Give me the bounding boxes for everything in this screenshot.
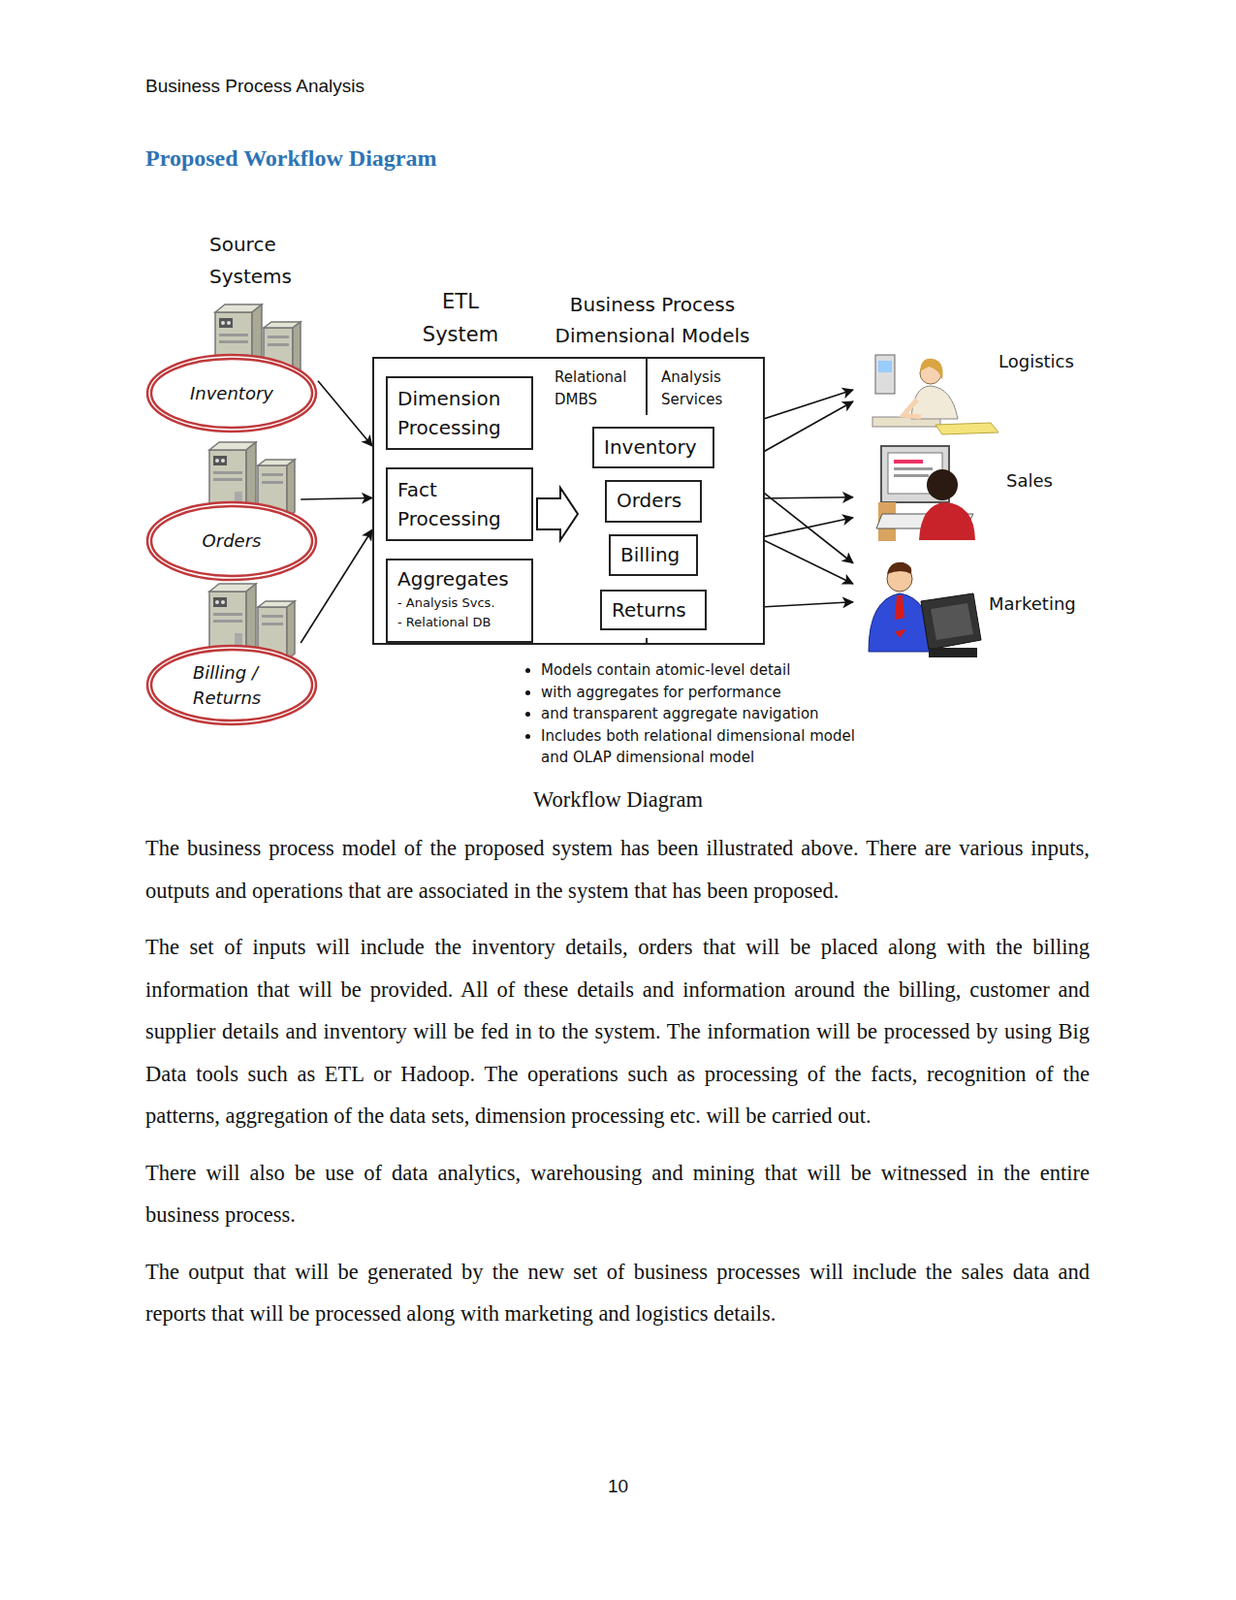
model-box: Billing bbox=[608, 534, 698, 576]
paragraph: The set of inputs will include the inven… bbox=[145, 925, 1090, 1138]
person-at-desk bbox=[872, 354, 999, 435]
notes-list: Models contain atomic-level detailwith a… bbox=[523, 659, 861, 769]
person-at-computer bbox=[876, 445, 976, 541]
note: Includes both relational dimensional mod… bbox=[540, 725, 861, 769]
source-label: Orders bbox=[158, 528, 305, 554]
model-box: Inventory bbox=[592, 426, 715, 469]
box-sublabel: - Relational DB bbox=[397, 612, 522, 633]
box-label: Billing bbox=[620, 540, 687, 569]
group-label: Logistics bbox=[998, 350, 1075, 372]
group-label: Sales bbox=[1006, 470, 1053, 491]
box-label: Orders bbox=[616, 486, 691, 514]
dimensional-model-box: Business Process Dimensional ModelsRelat… bbox=[544, 356, 765, 645]
model-box: Orders bbox=[604, 479, 702, 523]
section-title: Proposed Workflow Diagram bbox=[145, 145, 437, 172]
column-heading: Analysis Services bbox=[661, 366, 759, 412]
figure-caption: Workflow Diagram bbox=[0, 787, 1236, 813]
source-system: Inventory bbox=[145, 351, 318, 435]
column-heading: Relational DMBS bbox=[554, 366, 652, 412]
box-sublabel: - Analysis Svcs. bbox=[397, 593, 522, 613]
paragraph: The output that will be generated by the… bbox=[145, 1250, 1090, 1335]
model-box: Returns bbox=[600, 589, 707, 631]
box-label: Aggregates bbox=[397, 564, 522, 594]
process-box: Fact Processing bbox=[385, 467, 534, 541]
consumer-group: Sales bbox=[853, 441, 1086, 543]
column-divider bbox=[645, 358, 648, 415]
column-heading: Source Systems bbox=[209, 228, 307, 293]
paragraph: The business process model of the propos… bbox=[145, 826, 1090, 912]
box-label: Returns bbox=[611, 596, 696, 624]
source-system: Orders bbox=[145, 499, 318, 583]
etl-system-box: ETL SystemDimension ProcessingFact Proce… bbox=[372, 356, 547, 645]
source-system: Billing / Returns bbox=[145, 642, 318, 728]
box-label: Inventory bbox=[603, 433, 703, 461]
source-label: Billing / Returns bbox=[192, 660, 271, 711]
connector bbox=[300, 498, 373, 500]
running-header: Business Process Analysis bbox=[145, 75, 365, 97]
box-heading: Business Process Dimensional Models bbox=[531, 288, 774, 351]
paragraph: There will also be use of data analytics… bbox=[145, 1151, 1090, 1236]
box-heading: ETL System bbox=[416, 285, 505, 351]
column-divider bbox=[645, 637, 648, 645]
process-box: Aggregates- Analysis Svcs.- Relational D… bbox=[385, 558, 534, 643]
connector bbox=[317, 380, 373, 446]
box-label: Fact Processing bbox=[397, 475, 522, 534]
box-label: Dimension Processing bbox=[397, 383, 522, 443]
group-label: Marketing bbox=[988, 593, 1077, 614]
consumer-group: Marketing bbox=[853, 544, 1086, 666]
process-box: Dimension Processing bbox=[385, 376, 534, 450]
note: and transparent aggregate navigation bbox=[540, 702, 861, 726]
source-label: Inventory bbox=[158, 380, 305, 407]
person-at-terminal bbox=[868, 562, 982, 658]
consumer-group: Logistics bbox=[853, 341, 1086, 439]
note: with aggregates for performance bbox=[540, 681, 861, 704]
body-text: The business process model of the propos… bbox=[145, 826, 1090, 1350]
page-number: 10 bbox=[0, 1475, 1236, 1497]
ellipse-outline bbox=[145, 642, 318, 728]
note: Models contain atomic-level detail bbox=[540, 659, 861, 682]
